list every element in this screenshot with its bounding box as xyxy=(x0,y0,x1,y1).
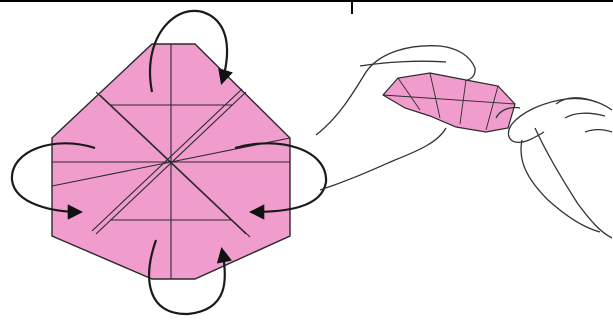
folded-square-model xyxy=(52,44,290,279)
top-border-divider xyxy=(351,0,353,14)
right-hand-outline xyxy=(508,98,612,142)
hands-illustration xyxy=(316,46,612,238)
top-border-line xyxy=(0,0,613,2)
